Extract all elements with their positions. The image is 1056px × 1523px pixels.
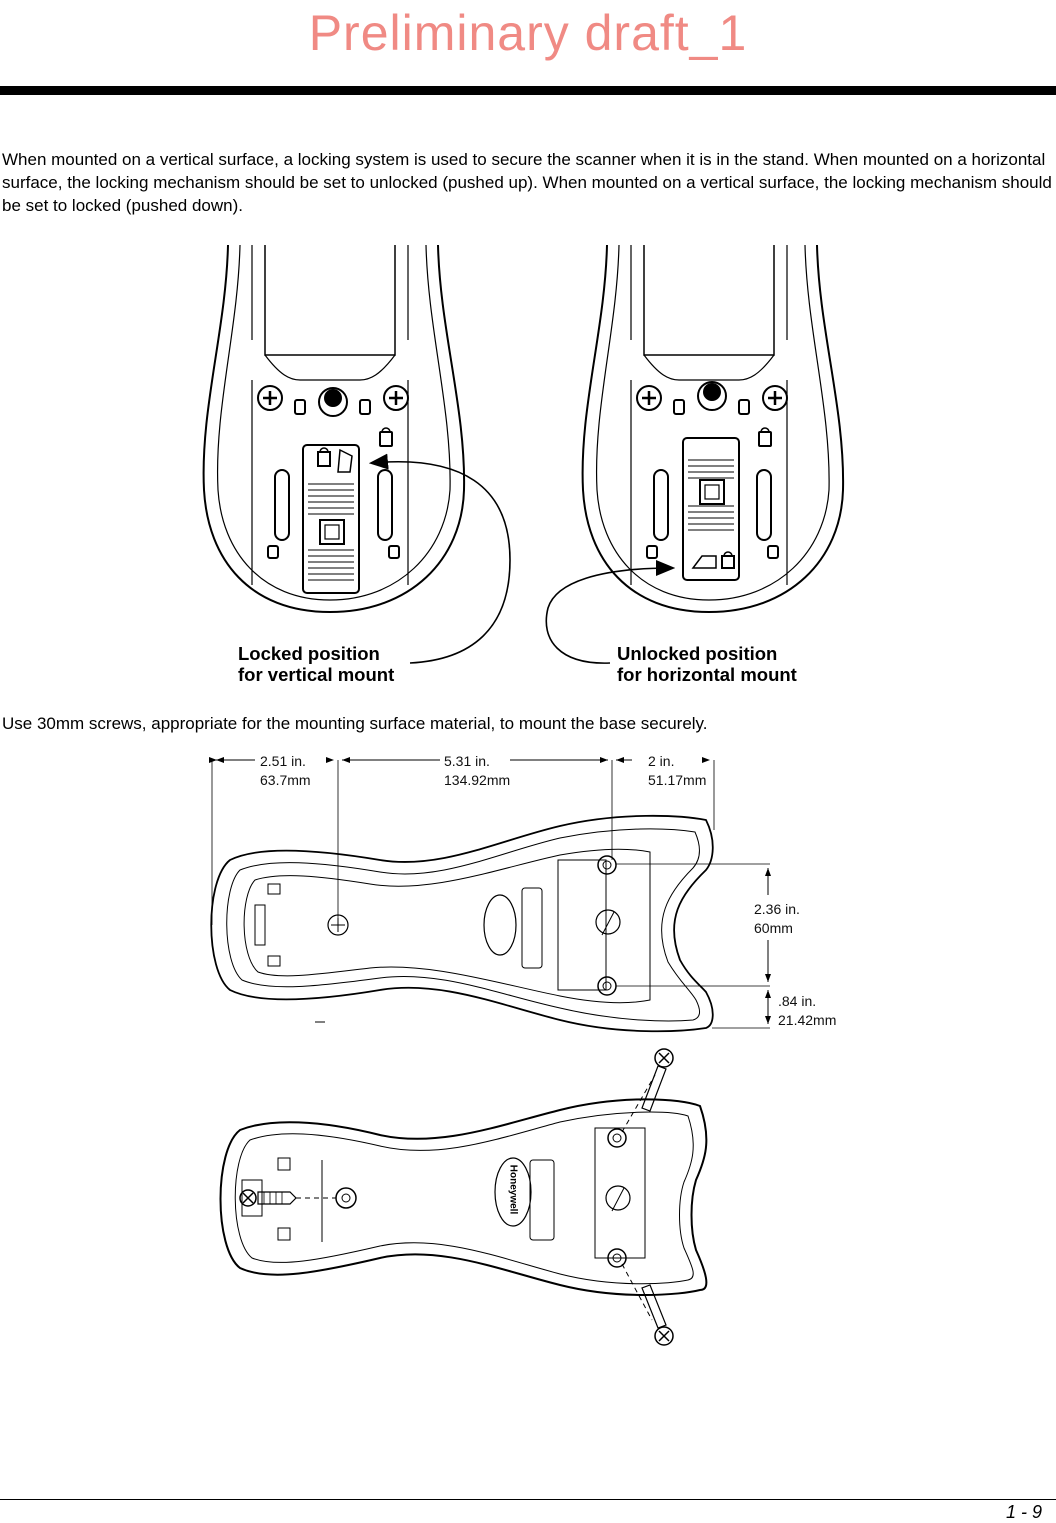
header-rule xyxy=(0,86,1056,95)
dimension-label-4: 2.36 in.60mm xyxy=(754,901,800,936)
dimension-label-2: 5.31 in.134.92mm xyxy=(444,753,511,788)
base-dimension-drawing xyxy=(209,757,771,1033)
page-number: 1 - 9 xyxy=(1005,1502,1042,1522)
base-with-screws-drawing xyxy=(219,1048,708,1346)
unlocked-callout-arrow xyxy=(545,560,676,664)
unlocked-position-label: Unlocked position for horizontal mount xyxy=(617,643,797,685)
dimension-label-1: 2.51 in.63.7mm xyxy=(260,753,311,788)
dimension-label-5: .84 in.21.42mm xyxy=(778,993,837,1028)
locking-system-paragraph: When mounted on a vertical surface, a lo… xyxy=(2,150,1052,215)
unlocked-stand-drawing xyxy=(581,244,845,614)
locked-callout-arrow xyxy=(368,453,511,664)
preliminary-draft-watermark: Preliminary draft_1 xyxy=(308,5,748,61)
honeywell-logo: Honeywell xyxy=(507,1164,519,1215)
footer-rule xyxy=(0,1499,1056,1500)
screws-paragraph: Use 30mm screws, appropriate for the mou… xyxy=(2,714,708,733)
dimension-label-3: 2 in.51.17mm xyxy=(648,753,707,788)
locked-stand-drawing xyxy=(202,244,466,614)
locked-position-label: Locked position for vertical mount xyxy=(238,643,395,685)
